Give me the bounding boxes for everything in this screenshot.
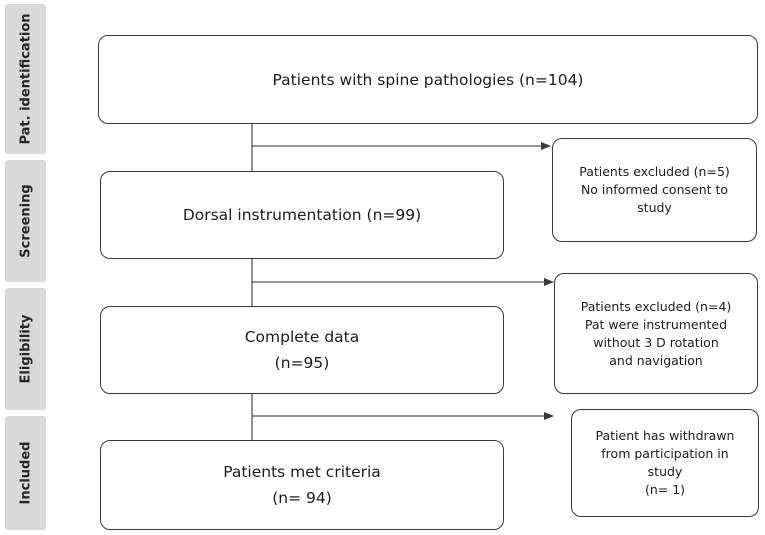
box-text-line: (n= 94) [272,489,332,507]
box-eligibility: Complete data (n=95) [100,306,504,394]
stage-label: Eligibility [18,314,33,384]
stage-label: Screening [18,184,33,258]
exclusion-box-eligibility: Patients excluded (n=4) Pat were instrum… [554,273,758,394]
box-identification: Patients with spine pathologies (n=104) [98,35,758,124]
stage-tab-included: Included [5,416,46,530]
exclusion-text-line: and navigation [609,352,703,368]
box-text-line: Patients with spine pathologies (n=104) [272,70,584,89]
stage-label: Pat. identification [18,13,33,145]
box-text-line: Dorsal instrumentation (n=99) [182,206,422,224]
exclusion-text-line: Patients excluded (n=5) [579,164,730,179]
stage-tab-eligibility: Eligibility [5,288,46,410]
stage-tab-identification: Pat. identification [5,4,46,154]
exclusion-text-line: from participation in [601,446,729,461]
exclusion-text-line: Patients excluded (n=4) [580,298,732,314]
box-screening: Dorsal instrumentation (n=99) [100,171,504,259]
exclusion-box-screening: Patients excluded (n=5) No informed cons… [552,138,757,242]
exclusion-text-line: without 3 D rotation [593,334,719,350]
box-text-line: (n=95) [274,354,330,372]
stage-label: Included [18,441,33,505]
exclusion-text-line: study [637,200,672,215]
exclusion-text-line: Pat were instrumented [584,316,728,332]
box-included: Patients met criteria (n= 94) [100,440,504,530]
stage-tab-screening: Screening [5,160,46,282]
exclusion-text-line: Patient has withdrawn [595,428,735,443]
box-text-line: Patients met criteria [223,463,381,481]
exclusion-text-line: No informed consent to [580,182,729,197]
exclusion-box-included: Patient has withdrawn from participation… [571,409,759,517]
exclusion-text-line: study [647,464,683,479]
exclusion-text-line: (n= 1) [644,482,686,497]
box-text-line: Complete data [244,328,360,346]
